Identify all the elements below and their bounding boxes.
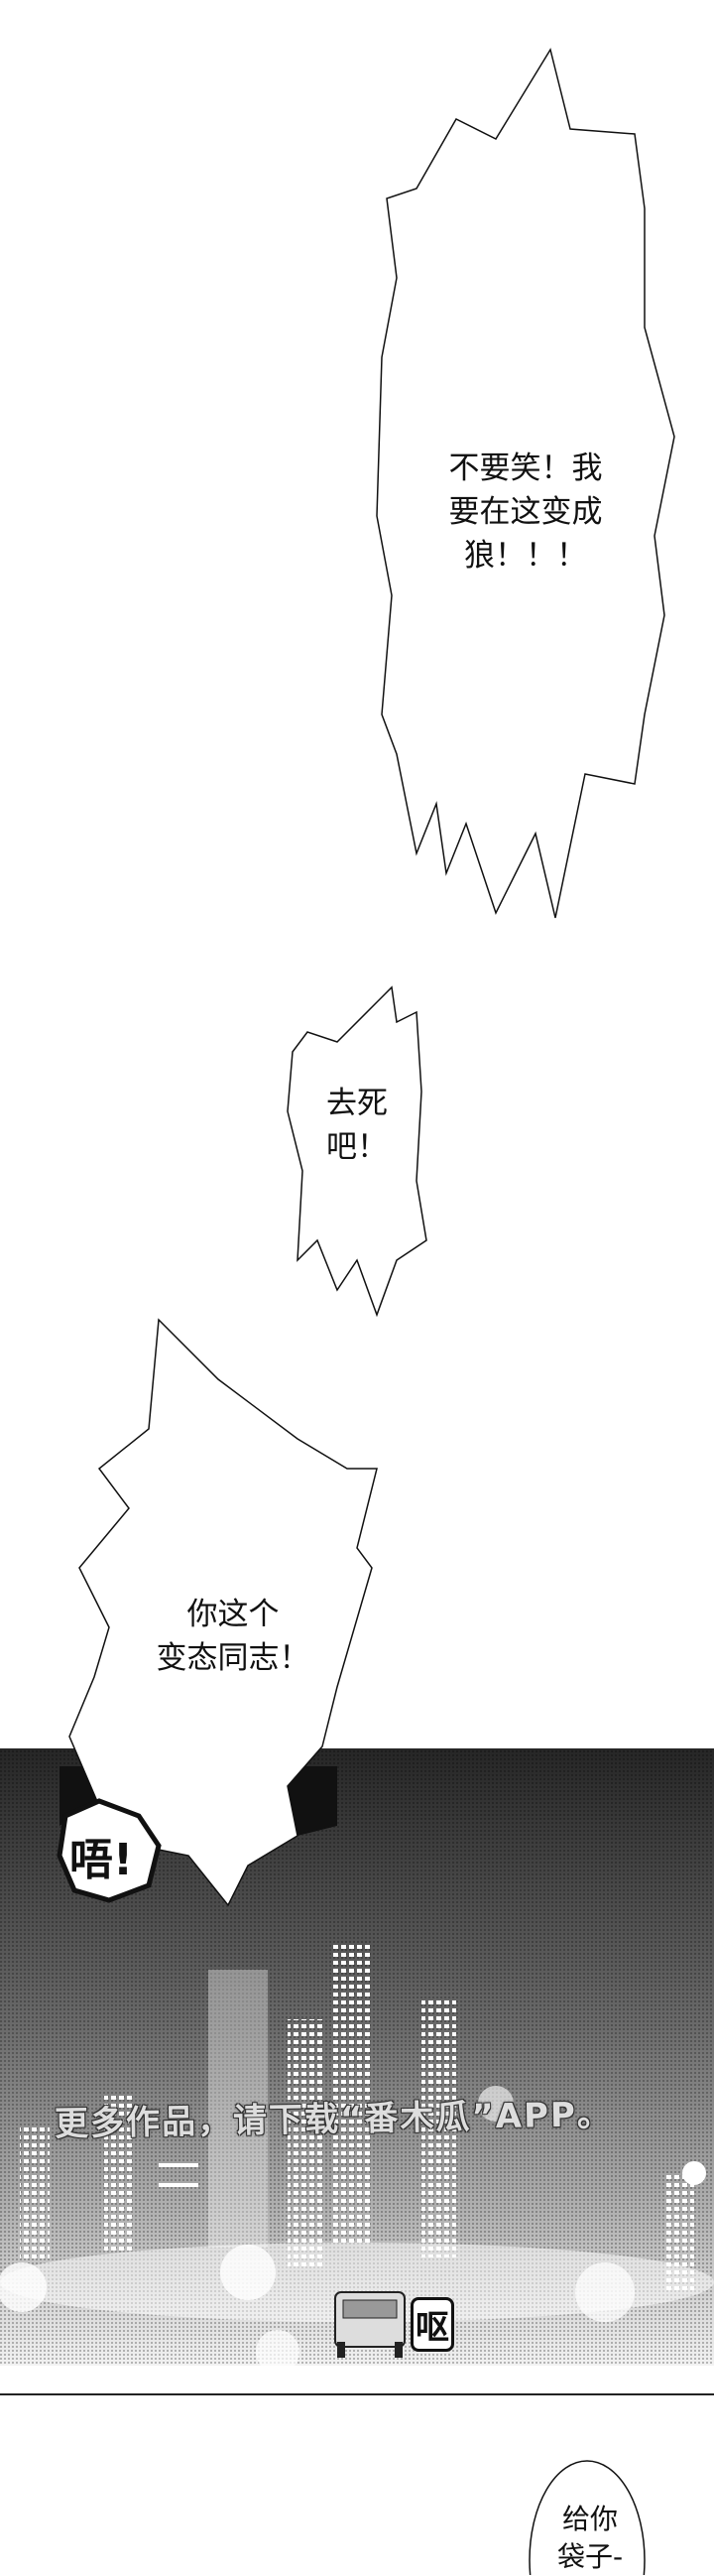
speech-bubble-2 xyxy=(287,985,427,1318)
sfx-burst xyxy=(57,1798,162,1903)
city-night-panel xyxy=(0,1748,714,2374)
bubble-4-text: 给你 袋子- xyxy=(536,2501,645,2576)
text-line: 不要笑！我 xyxy=(448,451,603,486)
watermark: 更多作品，请下载“番木瓜”APP。 xyxy=(54,2095,614,2144)
text-line: 要在这变成 xyxy=(448,494,603,530)
text-line: 去死 xyxy=(326,1086,388,1121)
speech-bubble-1 xyxy=(376,48,675,919)
sfx-retch: 呕 xyxy=(411,2297,454,2352)
car-illustration xyxy=(334,2291,406,2358)
bubble-3-text: 你这个 变态同志！ xyxy=(129,1593,337,1680)
bubble-1-text: 不要笑！我 要在这变成 狼！！！ xyxy=(402,447,650,578)
bubble-2-text: 去死 吧！ xyxy=(302,1082,412,1169)
speech-bubble-3 xyxy=(68,1318,378,1907)
text-line: 变态同志！ xyxy=(156,1640,310,1676)
text-line: 袋子- xyxy=(556,2540,624,2573)
speech-bubble-4 xyxy=(529,2460,646,2575)
sfx-shout: 唔! xyxy=(69,1835,134,1885)
text-line: 给你 xyxy=(561,2503,618,2535)
text-line: 你这个 xyxy=(186,1597,280,1632)
text-line: 吧！ xyxy=(326,1129,388,1165)
text-line: 狼！！！ xyxy=(464,538,587,574)
